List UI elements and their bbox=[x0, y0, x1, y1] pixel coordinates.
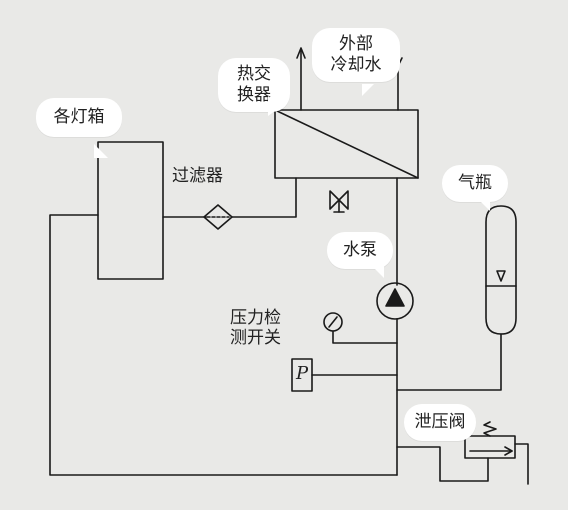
lamp-boxes-callout-tail bbox=[94, 144, 108, 158]
return-pipe bbox=[49, 214, 398, 476]
lamp-box-unit bbox=[97, 141, 164, 280]
pipe-filter-to-exchanger bbox=[231, 177, 297, 218]
relief-valve-outlet-pipe bbox=[514, 443, 529, 485]
external-cooling-label-line1: 外部 bbox=[339, 34, 373, 54]
gas-bottle-pipe bbox=[396, 333, 502, 391]
heat-exchanger-body bbox=[274, 109, 419, 179]
lamp-boxes-callout: 各灯箱 bbox=[36, 98, 122, 137]
water-pump-label: 水泵 bbox=[343, 240, 377, 260]
pressure-switch-label-line2: 测开关 bbox=[230, 328, 281, 348]
gauge-pipe bbox=[332, 330, 398, 344]
water-pump-callout-tail bbox=[372, 266, 384, 278]
filter-icon bbox=[203, 204, 233, 230]
gas-bottle-callout-tail bbox=[478, 199, 490, 211]
external-cooling-callout: 外部 冷却水 bbox=[312, 28, 400, 82]
relief-valve-label: 泄压阀 bbox=[414, 412, 466, 432]
filter-label: 过滤器 bbox=[172, 166, 223, 186]
heat-exchanger-callout-tail bbox=[268, 96, 282, 116]
heat-exchanger-callout: 热交 换器 bbox=[218, 58, 290, 112]
heat-exchanger-label-line1: 热交 bbox=[237, 64, 271, 84]
pressure-switch-label: 压力检 测开关 bbox=[230, 308, 281, 348]
gas-bottle-callout: 气瓶 bbox=[442, 165, 508, 202]
pressure-switch-symbol: P bbox=[296, 363, 309, 384]
gas-bottle-level-icon bbox=[496, 270, 506, 282]
heat-exchanger-label-line2: 换器 bbox=[237, 85, 271, 105]
up-arrow-icon bbox=[296, 47, 306, 59]
manual-valve-icon bbox=[329, 190, 349, 213]
right-arrow-icon bbox=[504, 446, 513, 456]
lamp-boxes-label: 各灯箱 bbox=[53, 107, 105, 127]
external-cooling-label-line2: 冷却水 bbox=[330, 55, 382, 75]
gas-bottle-label: 气瓶 bbox=[458, 173, 492, 193]
water-pump-body bbox=[376, 282, 414, 320]
relief-valve-body bbox=[464, 435, 516, 459]
water-pump-callout: 水泵 bbox=[327, 232, 393, 269]
external-cooling-callout-tail bbox=[362, 84, 374, 96]
relief-valve-spring-icon bbox=[483, 421, 497, 437]
relief-valve-callout: 泄压阀 bbox=[404, 404, 476, 441]
pressure-switch-label-line1: 压力检 bbox=[230, 308, 281, 328]
heat-exchanger-divider bbox=[274, 109, 419, 179]
gas-bottle-body bbox=[485, 205, 517, 335]
relief-valve-inlet-pipe bbox=[396, 446, 489, 482]
water-pump-icon bbox=[385, 288, 405, 307]
gauge-needle bbox=[328, 316, 338, 328]
